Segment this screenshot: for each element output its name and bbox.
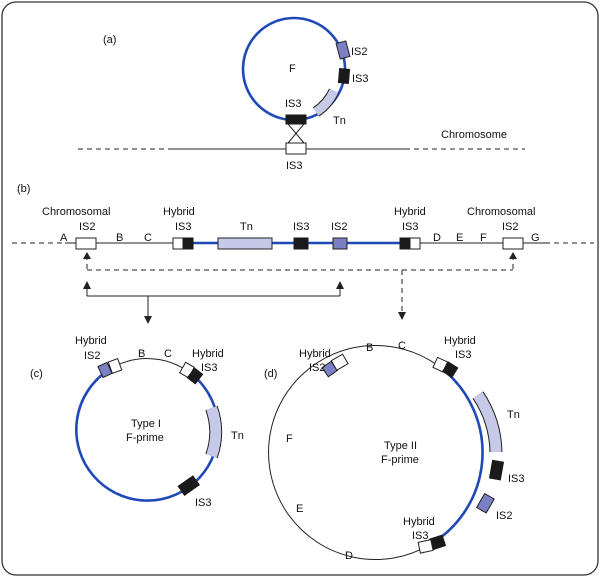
c-marker-c: C <box>164 348 172 360</box>
d-marker-b: B <box>366 342 373 354</box>
is2-left-label: IS2 <box>79 221 96 233</box>
c-hybrid-is2-white <box>107 358 123 374</box>
d-hybrid-bottom-white <box>417 539 434 554</box>
f-is3-label-bottom: IS3 <box>285 98 302 110</box>
d-hybrid-is3-label-1: Hybrid <box>444 335 476 347</box>
b-hybrid-left-black <box>182 237 194 250</box>
marker-e: E <box>456 232 463 244</box>
chrom-is3-label: IS3 <box>286 160 303 172</box>
panel-d-label: (d) <box>264 368 277 380</box>
tn-b-label: Tn <box>240 221 253 233</box>
hybrid-left-label: Hybrid <box>163 206 195 218</box>
c-hybrid-is3-label-2: IS3 <box>201 362 218 374</box>
d-marker-e: E <box>296 503 303 515</box>
d-hybrid-bottom-label-2: IS3 <box>412 530 429 542</box>
c-is3-label: IS3 <box>195 497 212 509</box>
f-is3-label-right: IS3 <box>352 73 369 85</box>
is3-hybrid-left-label: IS3 <box>175 221 192 233</box>
d-is2-box <box>475 492 495 514</box>
d-is3-box <box>488 459 505 481</box>
b-tn-box <box>217 237 273 250</box>
b-is2-left-box <box>75 237 97 250</box>
f-tn-box <box>313 88 339 116</box>
d-center-label-1: Type II <box>384 440 417 452</box>
is2-mid-label: IS2 <box>331 221 348 233</box>
c-center-label-2: F-prime <box>126 432 164 444</box>
d-hybrid-is2-label-1: Hybrid <box>299 348 331 360</box>
marker-f: F <box>480 232 487 244</box>
c-hybrid-is3-label-1: Hybrid <box>192 348 224 360</box>
panel-c: (c) Hybrid IS2 B C Hybrid IS3 Tn IS3 Typ… <box>30 335 244 509</box>
c-center-label-1: Type I <box>131 418 161 430</box>
chrom-is3-box <box>285 142 307 155</box>
b-hybrid-left-white <box>172 237 184 250</box>
b-dash-arrow-right <box>509 252 517 259</box>
d-marker-c: C <box>398 340 406 352</box>
panel-b-label: (b) <box>17 183 30 195</box>
b-solid-arrow-down <box>144 316 152 324</box>
f-is2-label: IS2 <box>351 46 368 58</box>
panel-c-label: (c) <box>30 368 43 380</box>
d-marker-f: F <box>286 433 293 445</box>
panel-b: (b) Chromosomal IS2 Hybrid IS3 Tn IS3 IS… <box>12 183 594 324</box>
c-tn-box <box>206 406 222 458</box>
b-is3-mid-box <box>293 237 309 250</box>
b-solid-arrow-left <box>83 281 91 289</box>
d-f-arc <box>428 370 484 547</box>
d-hybrid-is3-black <box>441 361 459 378</box>
d-tn-label: Tn <box>507 409 520 421</box>
d-hybrid-is2-label-2: IS2 <box>309 362 326 374</box>
d-center-label-2: F-prime <box>381 454 419 466</box>
d-tn-box <box>473 391 502 453</box>
chromosomal-left-label: Chromosomal <box>42 206 110 218</box>
c-hybrid-is3-black <box>186 367 204 385</box>
b-hybrid-right-black <box>399 237 411 250</box>
panel-a: (a) F IS2 IS3 Tn IS3 IS3 Chromosome <box>78 16 525 172</box>
c-marker-b: B <box>138 348 145 360</box>
chromosome-label: Chromosome <box>441 129 507 141</box>
b-is2-right-box <box>502 237 524 250</box>
panel-d: (d) Hybrid IS2 B C Hybrid IS3 Tn IS3 IS2… <box>264 335 525 562</box>
marker-c: C <box>144 232 152 244</box>
panel-a-label: (a) <box>103 34 116 46</box>
b-hybrid-right-white <box>409 237 421 250</box>
b-dash-arrow-down <box>398 312 406 320</box>
c-is3-box <box>177 475 200 496</box>
d-marker-d: D <box>345 550 353 562</box>
f-plasmid-label: F <box>289 63 296 75</box>
f-is3-box-right <box>337 68 351 84</box>
marker-g: G <box>531 232 540 244</box>
b-solid-arrow-right <box>336 281 344 289</box>
chromosomal-right-label: Chromosomal <box>467 206 535 218</box>
c-hybrid-is2-label-2: IS2 <box>84 350 101 362</box>
d-hybrid-bottom-label-1: Hybrid <box>403 516 435 528</box>
is3-hybrid-right-label: IS3 <box>402 221 419 233</box>
d-chromosome-arc <box>268 345 446 560</box>
c-tn-label: Tn <box>231 430 244 442</box>
b-is2-mid-box <box>332 237 348 250</box>
f-is2-box <box>335 40 351 60</box>
crossover-line-2 <box>287 123 305 144</box>
d-hybrid-is3-label-2: IS3 <box>455 349 472 361</box>
marker-d: D <box>433 232 441 244</box>
d-hybrid-is2-white <box>330 353 349 371</box>
b-dash-arrow-left <box>83 252 91 259</box>
marker-b: B <box>116 232 123 244</box>
f-is3-box-bottom <box>285 114 307 125</box>
d-is3-label: IS3 <box>508 473 525 485</box>
is3-mid-label: IS3 <box>293 221 310 233</box>
marker-a: A <box>60 232 68 244</box>
hybrid-right-label: Hybrid <box>394 206 426 218</box>
c-hybrid-is2-purple <box>97 361 113 379</box>
f-tn-label: Tn <box>333 115 346 127</box>
is2-right-label: IS2 <box>502 221 519 233</box>
d-is2-label: IS2 <box>496 510 513 522</box>
c-hybrid-is2-label-1: Hybrid <box>75 335 107 347</box>
